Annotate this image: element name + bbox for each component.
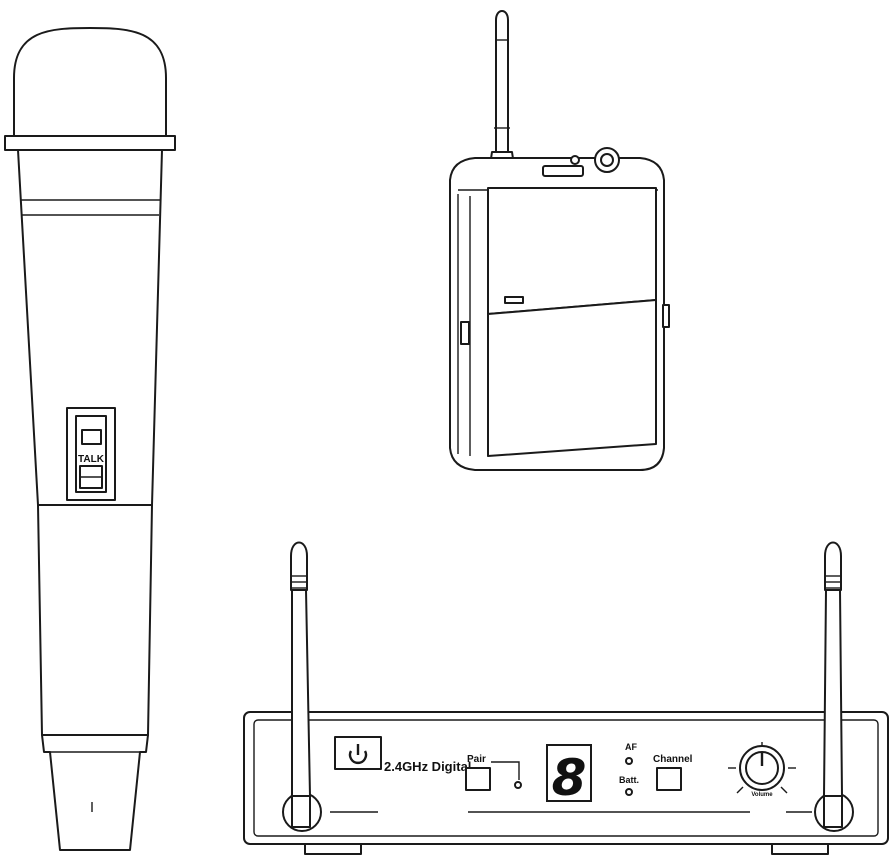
pair-led-icon	[514, 781, 522, 789]
af-led-icon	[625, 757, 633, 765]
brand-label: 2.4GHz Digital	[384, 759, 471, 774]
bodypack-led-icon	[504, 296, 524, 304]
receiver-antenna-right	[814, 541, 854, 832]
mic-grille-ring	[4, 135, 176, 151]
bodypack-front-panel	[487, 187, 657, 315]
channel-button[interactable]	[656, 767, 682, 791]
bodypack-transmitter	[449, 10, 670, 471]
channel-display	[546, 744, 592, 802]
talk-indicator-icon	[81, 429, 102, 445]
volume-knob[interactable]	[728, 742, 796, 794]
mic-handle-lower	[37, 504, 153, 736]
channel-label: Channel	[653, 754, 693, 765]
volume-label: Volume	[751, 792, 773, 798]
mic-grille	[13, 27, 167, 137]
bodypack-antenna	[495, 10, 509, 169]
talk-label: TALK	[78, 454, 105, 465]
af-label: AF	[625, 742, 637, 752]
pair-label: Pair	[467, 754, 486, 765]
pair-button[interactable]	[465, 767, 491, 791]
channel-display-digit: 8	[552, 749, 587, 807]
power-icon	[348, 744, 368, 764]
batt-led-icon	[625, 788, 633, 796]
receiver-unit: 2.4GHz Digital Pair 8 AF Batt. Channel V…	[243, 541, 889, 855]
bodypack-side-switch[interactable]	[460, 321, 470, 345]
handheld-microphone: TALK	[4, 27, 176, 851]
bodypack-battery-door	[487, 299, 657, 457]
bodypack-led-top-icon	[570, 155, 580, 165]
batt-label: Batt.	[619, 775, 639, 785]
receiver-antenna-left	[282, 541, 322, 832]
bodypack-mute-switch[interactable]	[542, 165, 584, 177]
